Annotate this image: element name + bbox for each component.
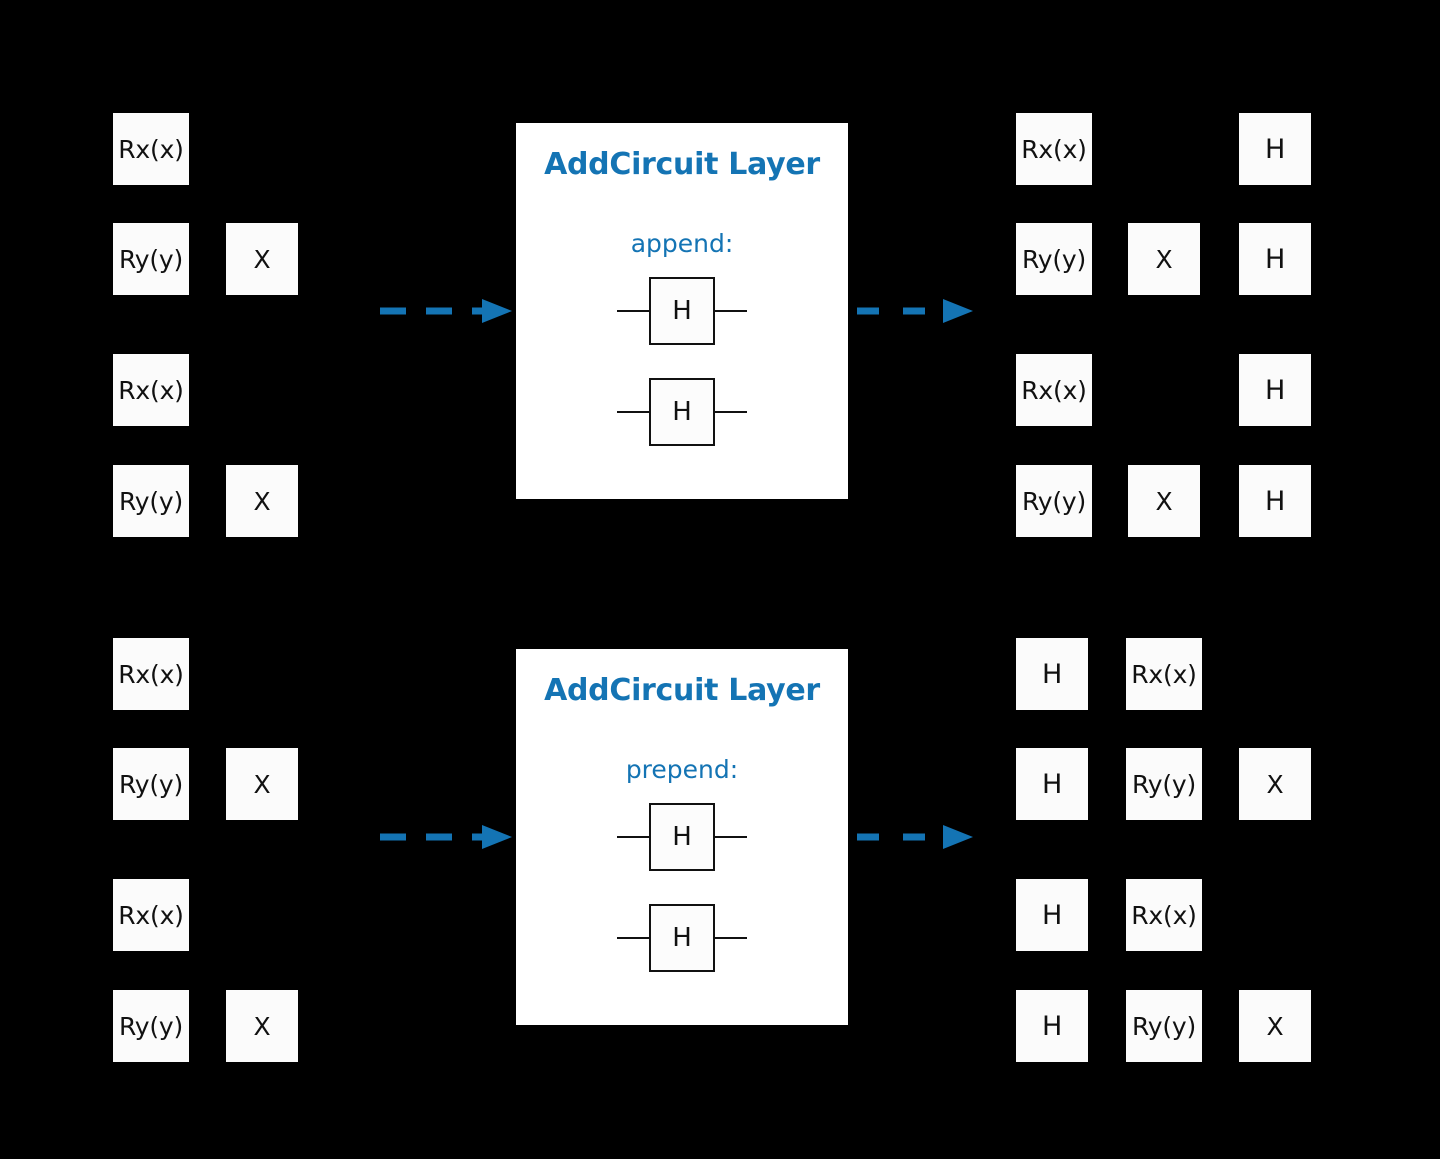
gate-rx-x: Rx(x) [113, 113, 189, 185]
mini-gate-h: H [649, 277, 715, 345]
gate-ry-y: Ry(y) [1016, 223, 1092, 295]
gate-h: H [1239, 223, 1311, 295]
wire-segment-right [715, 937, 747, 939]
gate-ry-y: Ry(y) [1016, 465, 1092, 537]
gate-ry-y: Ry(y) [1126, 990, 1202, 1062]
gate-rx-x: Rx(x) [1126, 638, 1202, 710]
gate-ry-y: Ry(y) [113, 223, 189, 295]
gate-rx-x: Rx(x) [113, 638, 189, 710]
gate-x: X [1239, 990, 1311, 1062]
gate-x: X [1128, 223, 1200, 295]
gate-x: X [226, 465, 298, 537]
layer-mode-label: prepend: [625, 755, 739, 784]
gate-h: H [1239, 113, 1311, 185]
wire-segment-right [715, 310, 747, 312]
wire-segment-right [715, 836, 747, 838]
flow-arrow-into-layer [378, 298, 512, 324]
gate-h: H [1239, 465, 1311, 537]
gate-x: X [226, 748, 298, 820]
gate-ry-y: Ry(y) [113, 748, 189, 820]
mini-circuit-wire: H [617, 802, 747, 872]
addcircuit-layer-prepend[interactable]: AddCircuit Layer prepend: H H [516, 649, 848, 1025]
gate-rx-x: Rx(x) [1016, 113, 1092, 185]
gate-h: H [1016, 638, 1088, 710]
gate-h: H [1016, 879, 1088, 951]
gate-rx-x: Rx(x) [1126, 879, 1202, 951]
mini-circuit-wire: H [617, 276, 747, 346]
flow-arrow-out-of-layer [855, 298, 973, 324]
wire-segment-left [617, 411, 649, 413]
layer-title: AddCircuit Layer [544, 673, 820, 708]
gate-h: H [1016, 748, 1088, 820]
mini-circuit-wire: H [617, 377, 747, 447]
mini-circuit-wire: H [617, 903, 747, 973]
gate-x: X [1239, 748, 1311, 820]
mini-gate-h: H [649, 904, 715, 972]
wire-segment-right [715, 411, 747, 413]
flow-arrow-out-of-layer [855, 824, 973, 850]
wire-segment-left [617, 310, 649, 312]
flow-arrow-into-layer [378, 824, 512, 850]
wire-segment-left [617, 937, 649, 939]
mini-gate-h: H [649, 803, 715, 871]
gate-h: H [1239, 354, 1311, 426]
gate-rx-x: Rx(x) [113, 354, 189, 426]
gate-ry-y: Ry(y) [113, 465, 189, 537]
gate-rx-x: Rx(x) [1016, 354, 1092, 426]
gate-ry-y: Ry(y) [1126, 748, 1202, 820]
gate-rx-x: Rx(x) [113, 879, 189, 951]
gate-ry-y: Ry(y) [113, 990, 189, 1062]
wire-segment-left [617, 836, 649, 838]
addcircuit-layer-append[interactable]: AddCircuit Layer append: H H [516, 123, 848, 499]
gate-x: X [226, 223, 298, 295]
layer-title: AddCircuit Layer [544, 147, 820, 182]
gate-x: X [226, 990, 298, 1062]
gate-h: H [1016, 990, 1088, 1062]
layer-mode-label: append: [630, 229, 734, 258]
mini-gate-h: H [649, 378, 715, 446]
gate-x: X [1128, 465, 1200, 537]
